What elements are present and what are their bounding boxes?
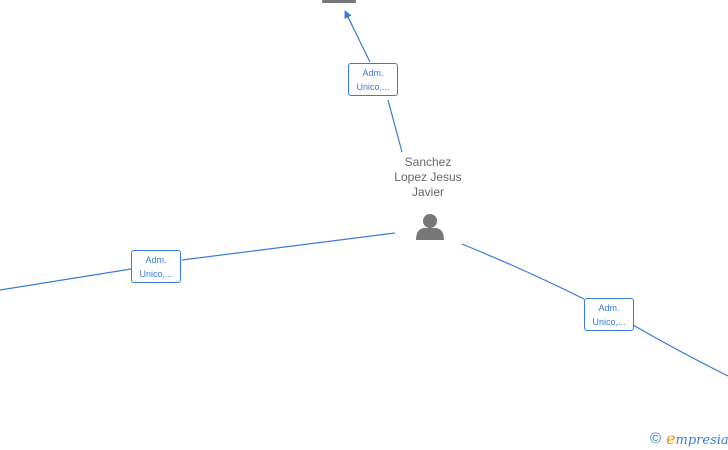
relation-label-line-2: Unico,... [356, 82, 390, 92]
person-name-line-2: Lopez Jesus [394, 170, 462, 184]
top-person-icon[interactable] [322, 0, 356, 3]
relation-label-left[interactable]: Adm. Unico,... [131, 250, 181, 283]
person-name[interactable]: Sanchez Lopez Jesus Javier [378, 155, 478, 200]
brand-logo[interactable]: © empresia [650, 428, 728, 448]
relation-label-line-1: Adm. [362, 68, 384, 78]
relation-label-top[interactable]: Adm. Unico,... [348, 63, 398, 96]
edge-right [461, 243, 728, 377]
person-name-line-1: Sanchez [404, 155, 452, 169]
brand-name: empresia [666, 429, 728, 448]
brand-rest: mpresia [675, 432, 728, 448]
copyright-icon: © [650, 429, 662, 447]
person-icon[interactable] [416, 214, 444, 240]
edge-left [0, 232, 396, 291]
relation-label-right[interactable]: Adm. Unico,... [584, 298, 634, 331]
relation-label-line-1: Adm. [598, 303, 620, 313]
relation-label-line-2: Unico,... [592, 317, 626, 327]
brand-initial: e [666, 428, 676, 448]
relation-label-line-2: Unico,... [139, 269, 173, 279]
person-name-line-3: Javier [411, 185, 444, 199]
edge-top-arrow [344, 10, 353, 26]
relation-label-line-1: Adm. [145, 255, 167, 265]
